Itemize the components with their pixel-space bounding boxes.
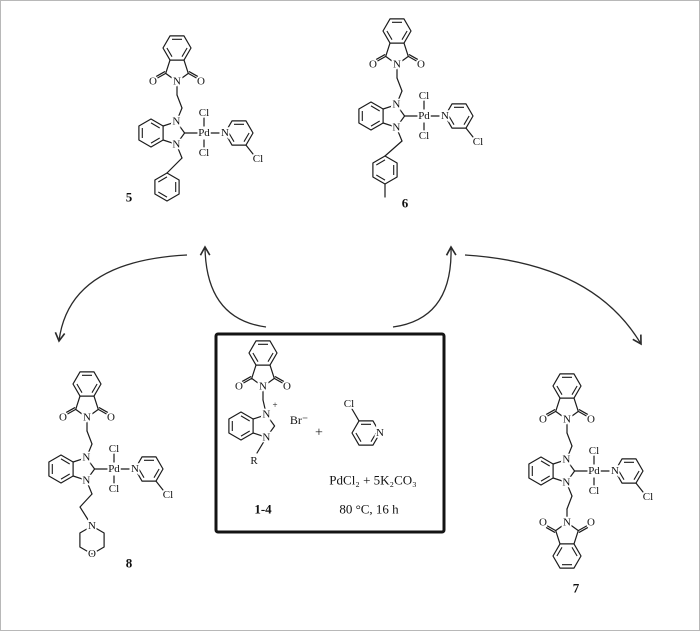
arrow-to-compound-8	[54, 254, 188, 343]
imidazolium-ring-bonds	[252, 414, 276, 454]
phthalimide-unit-top	[537, 372, 597, 435]
phthalimide-unit	[233, 339, 293, 402]
pyridine-ring	[351, 420, 381, 446]
arrow-to-compound-5	[199, 245, 267, 328]
bromide-label: Br⁻	[290, 413, 308, 427]
benzyl-phenyl-ring	[154, 172, 180, 202]
plus-sign: +	[315, 426, 323, 441]
benzene-double-bonds	[231, 415, 250, 437]
chloro-bond	[351, 408, 360, 422]
compound-7: 7	[527, 372, 655, 596]
conditions-text: 80 °C, 16 h	[339, 502, 399, 517]
ch2-linker-bond	[396, 77, 403, 92]
nhc-pd-unit	[47, 441, 175, 503]
compound-5: 5	[126, 34, 265, 205]
chloropyridine: Cl N	[342, 396, 386, 446]
reaction-box-border	[214, 332, 446, 534]
arrow-to-compound-6	[392, 245, 457, 328]
positive-charge-label: +	[272, 400, 277, 410]
reagents-text: PdCl₂ + 5K₂CO₃	[329, 473, 416, 488]
morpholine-unit	[78, 518, 106, 562]
chlorine-label: Cl	[344, 398, 354, 410]
phthalimide-unit	[57, 370, 117, 433]
pyridine-double-bonds	[355, 423, 377, 442]
tolyl-phenyl-ring	[372, 155, 398, 185]
arrow-to-compound-7	[464, 254, 642, 346]
phthalimide-unit-bottom	[537, 507, 597, 570]
compound-6: 6	[357, 17, 485, 211]
compound-7-label: 7	[573, 581, 580, 596]
ch2-linker-bond	[566, 432, 573, 447]
nhc-pd-unit	[137, 105, 265, 167]
r-group-label: R	[250, 455, 258, 467]
compound-5-label: 5	[126, 190, 133, 205]
reaction-arrows	[54, 245, 642, 346]
compound-6-label: 6	[402, 196, 409, 211]
compound-8: 8	[47, 370, 175, 571]
reaction-center: N N + Br⁻ R + Cl N PdCl₂ + 5K₂CO₃ 1-4 80…	[214, 332, 446, 534]
phthalimide-unit	[367, 17, 427, 80]
nitrogen-label: N	[262, 431, 270, 443]
benzyl-ch2-bond	[384, 140, 403, 157]
benzimidazolium-salt: N N + Br⁻ R	[228, 399, 308, 469]
nitrogen-label: N	[376, 427, 384, 439]
nhc-pd-unit	[357, 88, 485, 150]
ch2-linker-bond	[176, 94, 183, 109]
benzyl-ch2-bond	[166, 157, 183, 174]
nhc-pd-unit	[527, 443, 655, 505]
ch2-linker-bond	[566, 495, 573, 510]
nitrogen-label: N	[262, 409, 270, 421]
ch2-linker-bond	[262, 399, 267, 416]
phthalimide-unit	[147, 34, 207, 97]
salt-series-label: 1-4	[254, 502, 272, 517]
ch2-linker-bond	[86, 430, 93, 445]
compound-8-label: 8	[126, 556, 133, 571]
